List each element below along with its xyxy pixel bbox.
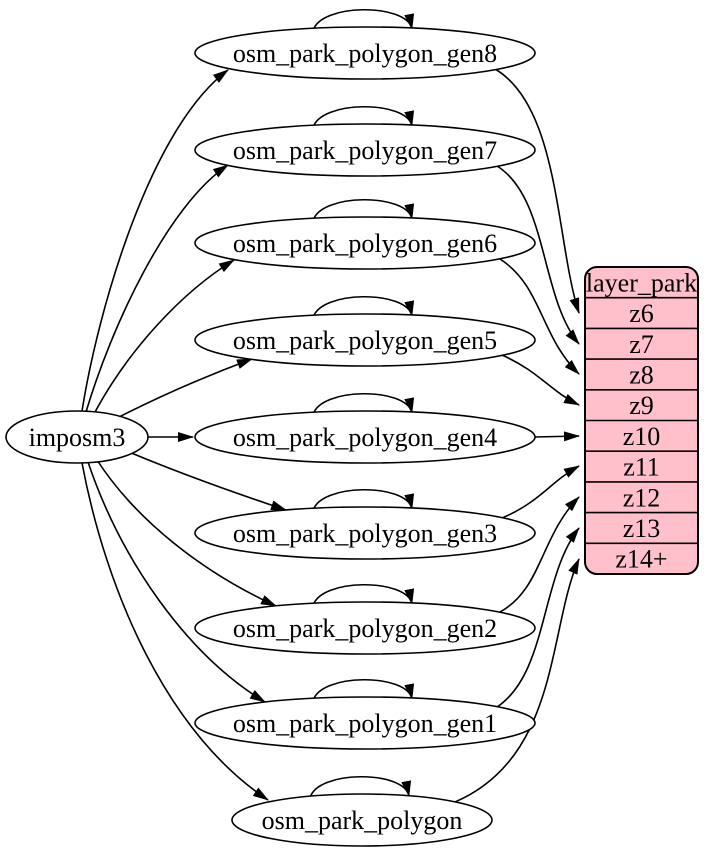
edge-imposm3-to-osm_park_polygon_gen5 (112, 358, 253, 421)
node-label-osm_park_polygon_gen7: osm_park_polygon_gen7 (233, 136, 497, 165)
edge-imposm3-to-osm_park_polygon_gen1 (87, 461, 266, 703)
node-ellipse-osm_park_polygon_gen2 (194, 601, 536, 655)
self-loop-osm_park_polygon_gen6 (312, 198, 415, 222)
self-loop-osm_park_polygon_gen2 (312, 583, 415, 607)
node-osm_park_polygon_gen3: osm_park_polygon_gen3 (194, 506, 536, 560)
node-ellipse-imposm3 (5, 410, 149, 464)
table-row-z9: z9 (629, 391, 654, 420)
node-label-osm_park_polygon_gen8: osm_park_polygon_gen8 (233, 39, 497, 68)
table-row-z11: z11 (623, 453, 660, 482)
table-row-z6: z6 (629, 299, 654, 328)
node-osm_park_polygon_gen4: osm_park_polygon_gen4 (194, 410, 536, 464)
edge-osm_park_polygon_gen1-to-row-z13 (496, 527, 580, 708)
edge-imposm3-to-osm_park_polygon_gen8 (81, 69, 229, 412)
edge-imposm3-to-osm_park_polygon_gen3 (128, 451, 287, 511)
self-loop-osm_park_polygon_gen5 (312, 295, 415, 319)
self-loop-osm_park_polygon_gen1 (312, 678, 415, 702)
node-label-osm_park_polygon_gen3: osm_park_polygon_gen3 (233, 519, 497, 548)
node-osm_park_polygon_gen8: osm_park_polygon_gen8 (194, 26, 536, 80)
edge-osm_park_polygon_gen3-to-row-z11 (501, 465, 580, 519)
node-ellipse-osm_park_polygon (231, 793, 493, 847)
node-ellipse-osm_park_polygon_gen5 (194, 313, 536, 367)
edge-imposm3-to-osm_park_polygon_gen6 (93, 259, 235, 415)
node-osm_park_polygon_gen7: osm_park_polygon_gen7 (194, 123, 536, 177)
node-label-osm_park_polygon_gen4: osm_park_polygon_gen4 (233, 423, 497, 452)
table-row-z8: z8 (629, 360, 654, 389)
self-loop-osm_park_polygon_gen8 (312, 8, 415, 32)
node-osm_park_polygon_gen5: osm_park_polygon_gen5 (194, 313, 536, 367)
edge-osm_park_polygon_gen8-to-row-z6 (494, 68, 580, 314)
edge-osm_park_polygon-to-row-z14+ (454, 558, 580, 803)
node-label-imposm3: imposm3 (29, 423, 126, 452)
edge-imposm3-to-osm_park_polygon_gen2 (96, 459, 277, 607)
nodes-layer: imposm3 osm_park_polygon_gen8 osm_park_pol… (5, 26, 536, 847)
node-label-osm_park_polygon_gen1: osm_park_polygon_gen1 (233, 709, 497, 738)
node-ellipse-osm_park_polygon_gen1 (194, 696, 536, 750)
self-loop-osm_park_polygon_gen3 (312, 488, 415, 512)
edge-osm_park_polygon_gen7-to-row-z7 (496, 165, 580, 345)
table-row-z13: z13 (623, 514, 661, 543)
node-ellipse-osm_park_polygon_gen8 (194, 26, 536, 80)
node-osm_park_polygon: osm_park_polygon (231, 793, 493, 847)
edge-imposm3-to-osm_park_polygon_gen7 (85, 164, 229, 413)
edge-osm_park_polygon_gen4-to-row-z10 (534, 431, 580, 442)
table-row-z7: z7 (629, 330, 654, 359)
table-row-z14+: z14+ (615, 545, 667, 574)
edges-layer (81, 8, 580, 803)
node-ellipse-osm_park_polygon_gen3 (194, 506, 536, 560)
node-label-osm_park_polygon: osm_park_polygon (262, 806, 463, 835)
table-row-z12: z12 (623, 483, 661, 512)
node-label-osm_park_polygon_gen5: osm_park_polygon_gen5 (233, 326, 497, 355)
edge-osm_park_polygon_gen2-to-row-z12 (499, 496, 580, 613)
edge-osm_park_polygon_gen5-to-row-z9 (501, 354, 580, 406)
table-title: layer_park (586, 268, 697, 297)
node-imposm3: imposm3 (5, 410, 149, 464)
node-ellipse-osm_park_polygon_gen6 (194, 216, 536, 270)
edge-imposm3-to-osm_park_polygon (81, 462, 269, 801)
node-osm_park_polygon_gen2: osm_park_polygon_gen2 (194, 601, 536, 655)
self-loop-osm_park_polygon_gen4 (312, 392, 415, 416)
node-ellipse-osm_park_polygon_gen4 (194, 410, 536, 464)
node-osm_park_polygon_gen1: osm_park_polygon_gen1 (194, 696, 536, 750)
node-label-osm_park_polygon_gen6: osm_park_polygon_gen6 (233, 229, 497, 258)
node-osm_park_polygon_gen6: osm_park_polygon_gen6 (194, 216, 536, 270)
self-loop-osm_park_polygon (309, 775, 412, 799)
node-ellipse-osm_park_polygon_gen7 (194, 123, 536, 177)
self-loop-osm_park_polygon_gen7 (312, 105, 415, 129)
table-row-z10: z10 (623, 422, 661, 451)
node-label-osm_park_polygon_gen2: osm_park_polygon_gen2 (233, 614, 497, 643)
edge-osm_park_polygon_gen6-to-row-z8 (499, 258, 580, 375)
